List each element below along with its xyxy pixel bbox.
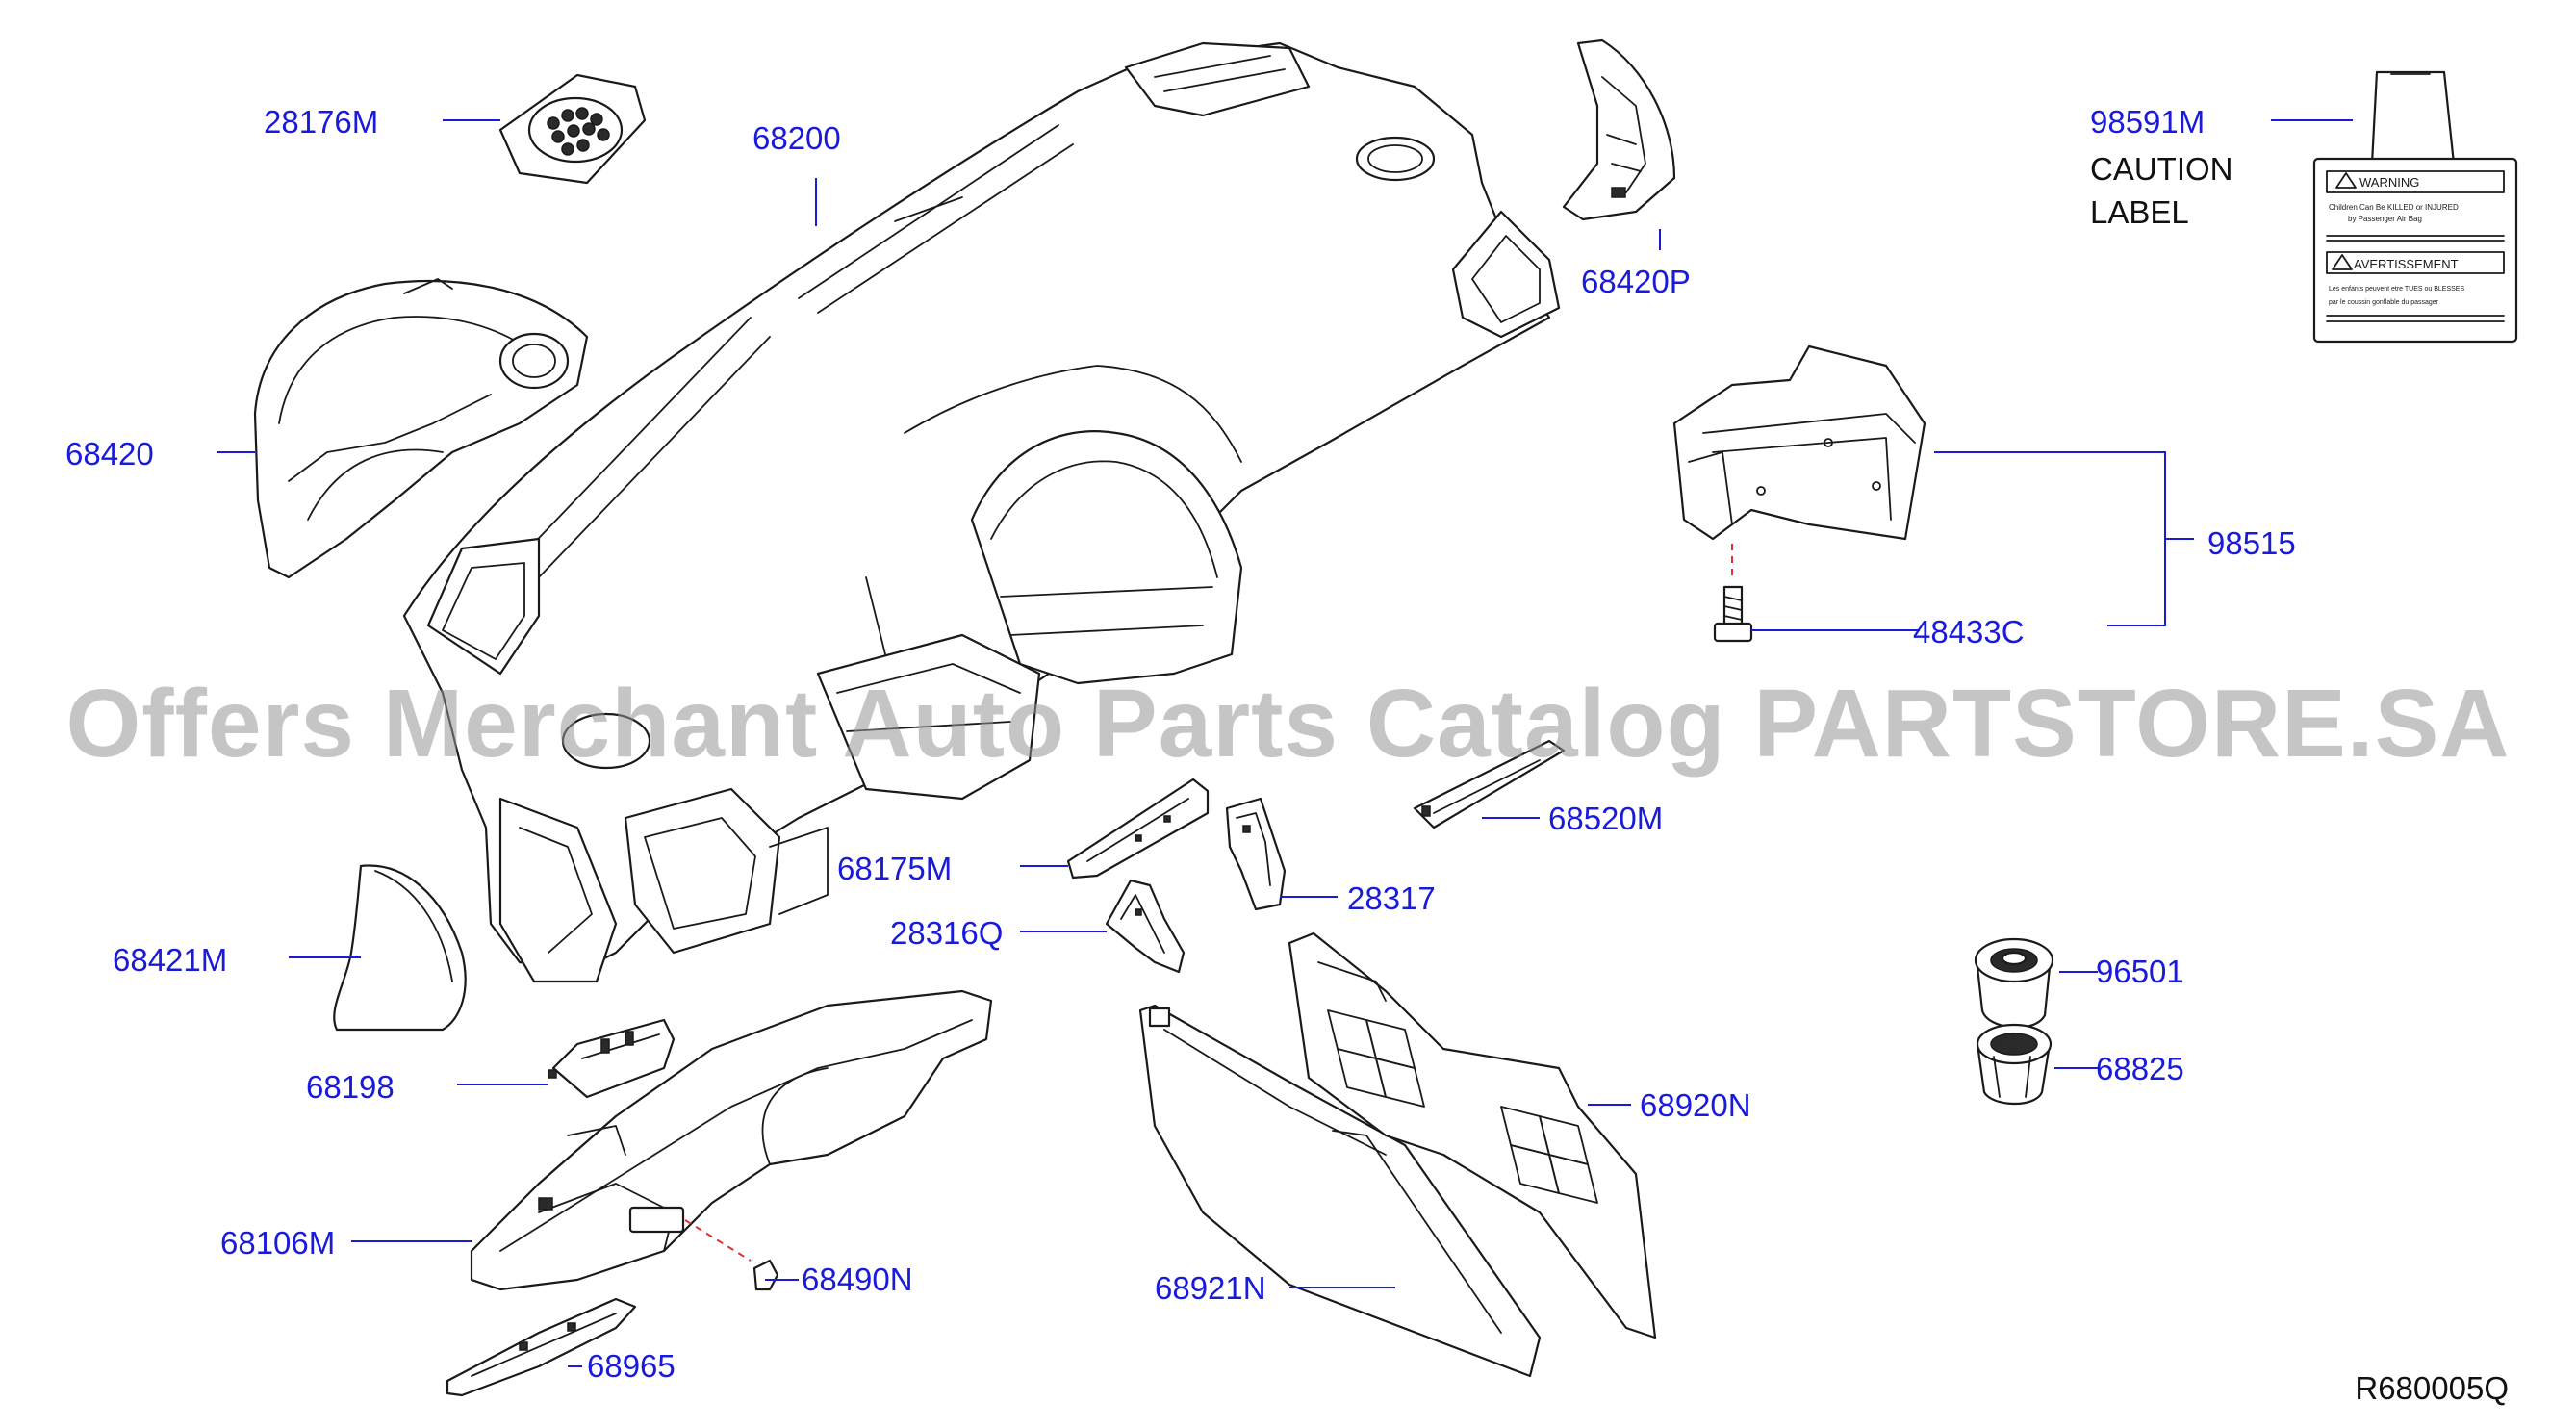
part-label-68825[interactable]: 68825 bbox=[2096, 1051, 2184, 1086]
lower-panel-68920N bbox=[1288, 931, 1657, 1339]
caution-label-98591M: WARNING Children Can Be KILLED or INJURE… bbox=[2312, 70, 2518, 344]
part-label-68965[interactable]: 68965 bbox=[587, 1348, 676, 1384]
part-label-68420P[interactable]: 68420P bbox=[1581, 264, 1691, 299]
side-cover-68421M bbox=[333, 864, 467, 1032]
bracket-68175M bbox=[1066, 778, 1210, 880]
part-label-68921N[interactable]: 68921N bbox=[1155, 1270, 1266, 1306]
part-label-48433C[interactable]: 48433C bbox=[1913, 614, 2025, 650]
lower-cover-68106M bbox=[470, 989, 993, 1291]
part-label-96501[interactable]: 96501 bbox=[2096, 954, 2184, 989]
cup-insert-68825 bbox=[1976, 1023, 2053, 1106]
avertissement-text-1: Les enfants peuvent etre TUES ou BLESSES bbox=[2329, 286, 2464, 293]
part-label-68200[interactable]: 68200 bbox=[752, 120, 841, 156]
part-label-68175M[interactable]: 68175M bbox=[837, 851, 953, 886]
part-label-28317[interactable]: 28317 bbox=[1347, 880, 1436, 916]
clip-68490N bbox=[752, 1259, 779, 1291]
instrument-panel-68200 bbox=[402, 41, 1561, 983]
part-label-98591M[interactable]: 98591M bbox=[2090, 104, 2206, 140]
part-label-98515[interactable]: 98515 bbox=[2207, 525, 2296, 561]
avertissement-text-2: par le coussin gonflable du passager bbox=[2329, 299, 2439, 306]
bolt-48433C bbox=[1713, 585, 1753, 643]
part-label-68421M[interactable]: 68421M bbox=[113, 942, 228, 978]
lower-panel-68921N bbox=[1138, 1004, 1542, 1378]
diagram-reference-code: R680005Q bbox=[2355, 1370, 2509, 1406]
speaker-grille-28176M bbox=[498, 73, 647, 185]
clip-strip-68520M bbox=[1413, 739, 1566, 829]
part-label-68106M[interactable]: 68106M bbox=[220, 1225, 336, 1261]
bracket-68198 bbox=[548, 1018, 676, 1099]
caution-label-line-1: CAUTION bbox=[2090, 151, 2233, 187]
warning-title: WARNING bbox=[2359, 175, 2419, 190]
part-label-68420[interactable]: 68420 bbox=[65, 436, 154, 472]
cluster-lid-68420 bbox=[253, 278, 589, 579]
trim-strip-68965 bbox=[446, 1297, 637, 1397]
part-label-28316Q[interactable]: 28316Q bbox=[890, 915, 1004, 951]
caution-label-line-2: LABEL bbox=[2090, 194, 2189, 230]
cup-holder-96501 bbox=[1974, 937, 2054, 1029]
part-label-68920N[interactable]: 68920N bbox=[1640, 1087, 1751, 1123]
bracket-98515 bbox=[1672, 344, 1926, 541]
part-label-68490N[interactable]: 68490N bbox=[802, 1262, 913, 1297]
bracket-28316Q bbox=[1105, 879, 1186, 974]
bracket-28317 bbox=[1225, 797, 1287, 911]
side-cover-68420P bbox=[1562, 38, 1676, 221]
avertissement-title: AVERTISSEMENT bbox=[2354, 257, 2459, 271]
part-label-28176M[interactable]: 28176M bbox=[264, 104, 379, 140]
part-label-68198[interactable]: 68198 bbox=[306, 1069, 395, 1105]
part-label-68520M[interactable]: 68520M bbox=[1548, 801, 1664, 836]
warning-text-1: Children Can Be KILLED or INJURED bbox=[2329, 203, 2459, 212]
warning-text-2: by Passenger Air Bag bbox=[2348, 215, 2422, 223]
leader-lines bbox=[217, 119, 2353, 1367]
watermark-text: Offers Merchant Auto Parts Catalog PARTS… bbox=[65, 670, 2511, 778]
